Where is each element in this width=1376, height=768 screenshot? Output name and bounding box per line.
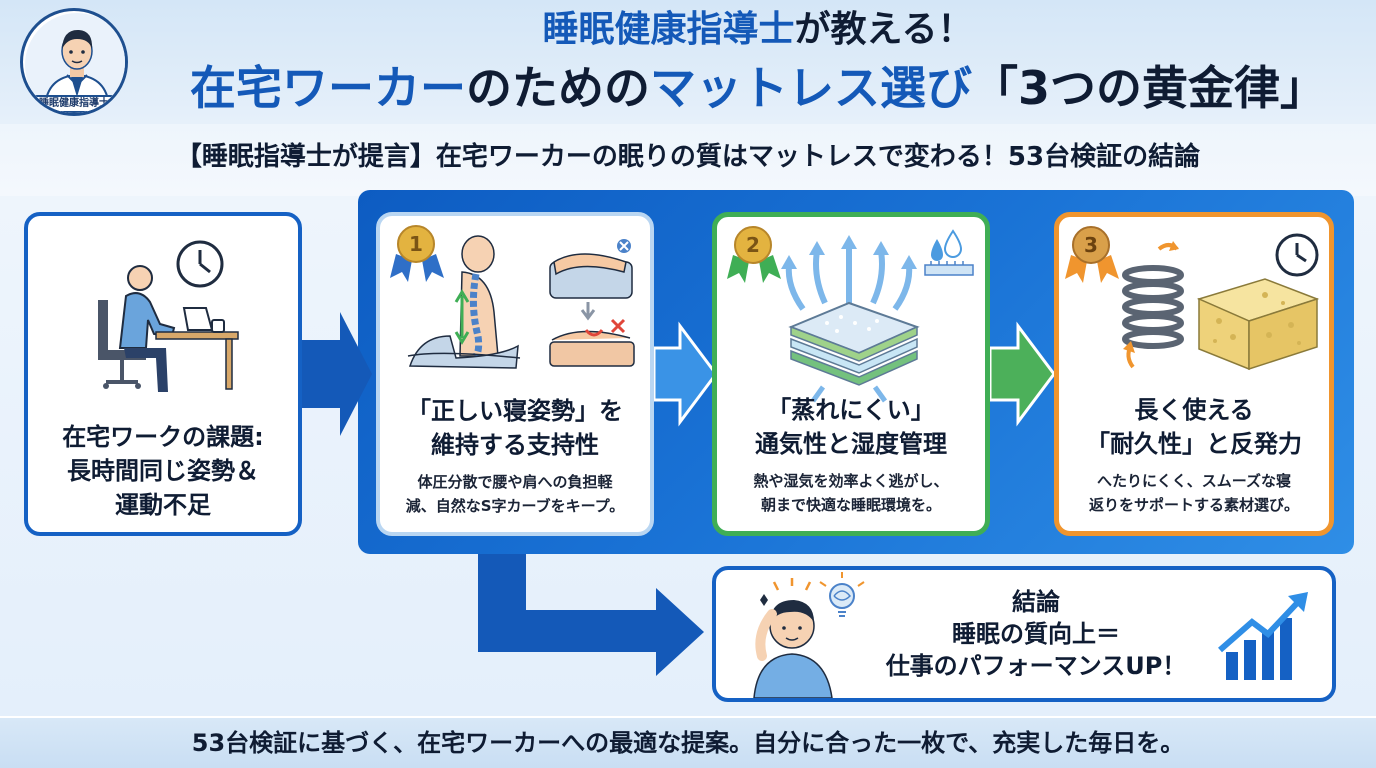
growth-chart-icon [1218,592,1308,680]
gold-medal-icon: 2 [727,226,781,283]
spine-support-icon: 1 [390,225,635,369]
title-line-2-d: 「3つの黄金律」 [971,61,1326,115]
problem-line-3: 運動不足 [115,491,211,519]
subheader-band [0,124,1376,196]
rule-2-desc-line-1: 熱や湿気を効率よく逃がし、 [753,472,949,490]
footer-text: 53台検証に基づく、在宅ワーカーへの最適な提案。自分に合った一枚で、充実した毎日… [191,729,1185,757]
title-line-2-a: 在宅ワーカー [189,61,466,115]
bronze-medal-icon: 3 [1065,226,1119,283]
badge-label: 睡眠健康指導士 [29,95,119,113]
gold-medal-icon: 1 [390,225,444,282]
svg-text:1: 1 [409,232,423,256]
rule-card-3: 3 長く使える 「耐久性」と反発力 へたりにくく、スムーズな寝 返りをサポートす… [1054,212,1334,536]
conclusion-card: 結論 睡眠の質向上＝ 仕事のパフォーマンスUP！ [712,566,1336,702]
rule-3-desc-line-1: へたりにくく、スムーズな寝 [1097,472,1291,490]
conclusion-line-2: 睡眠の質向上＝ [952,620,1120,648]
arrow-to-conclusion [478,554,704,676]
rule-1-heading-line-2: 維持する支持性 [431,431,599,459]
svg-text:3: 3 [1084,233,1098,257]
problem-card: 在宅ワークの課題: 長時間同じ姿勢＆ 運動不足 [24,212,302,536]
moisture-icon [924,229,974,276]
title-line-1-rest: が教える！ [794,9,974,50]
instructor-badge: 睡眠健康指導士 [20,8,128,116]
title-line-2: 在宅ワーカーのためのマットレス選び「3つの黄金律」 [140,60,1376,116]
arrow-problem-to-rules [302,312,372,436]
desk-worker-icon [98,240,239,392]
bad-posture-icon [549,239,633,299]
thinking-person-icon [753,578,833,698]
svg-text:2: 2 [746,233,760,257]
title-line-1-main: 睡眠健康指導士 [542,9,795,50]
clock-icon [176,240,224,288]
rule-2-heading-line-1: 「蒸れにくい」 [767,396,935,424]
rule-2-desc-line-2: 朝まで快適な睡眠環境を。 [760,496,941,514]
title-line-2-b: のための [465,61,650,115]
title-line-2-c: マットレス選び [649,61,972,115]
rule-2-heading-line-2: 通気性と湿度管理 [755,430,947,458]
rule-3-heading-line-1: 長く使える [1134,396,1254,424]
problem-line-1: 在宅ワークの課題: [62,423,264,451]
conclusion-illustration [753,572,1308,698]
footer-band [0,718,1376,768]
subheader-text: 【睡眠指導士が提言】在宅ワーカーの眠りの質はマットレスで変わる！53台検証の結論 [175,142,1201,172]
idea-brain-icon [819,572,865,617]
rule-1-desc-line-1: 体圧分散で腰や肩への負担軽 [417,473,613,491]
header-band [0,0,1376,124]
breathable-layers-icon: 2 [727,226,974,403]
rule-1-heading-line-1: 「正しい寝姿勢」を [407,397,623,425]
rule-3-heading-line-2: 「耐久性」と反発力 [1086,430,1302,458]
conclusion-line-1: 結論 [1012,588,1060,616]
title-line-1: 睡眠健康指導士が教える！ [140,8,1376,52]
arrow-rule2-to-rule3 [988,321,1056,427]
arrow-rule1-to-rule2 [652,321,718,427]
durable-spring-icon: 3 [1065,226,1320,371]
rule-1-desc-line-2: 減、自然なS字カーブをキープ。 [405,497,625,515]
problem-line-2: 長時間同じ姿勢＆ [67,457,259,485]
clock-icon [1275,233,1319,277]
sinking-posture-icon [549,318,635,367]
rule-3-desc-line-2: 返りをサポートする素材選び。 [1088,496,1299,514]
conclusion-line-3: 仕事のパフォーマンスUP！ [885,652,1187,680]
rule-card-1: 1 「正しい寝姿勢」を 維持する支持性 体圧分散で腰や肩への負担軽 減、自然なS… [376,212,654,536]
rule-card-2: 2 [712,212,990,536]
